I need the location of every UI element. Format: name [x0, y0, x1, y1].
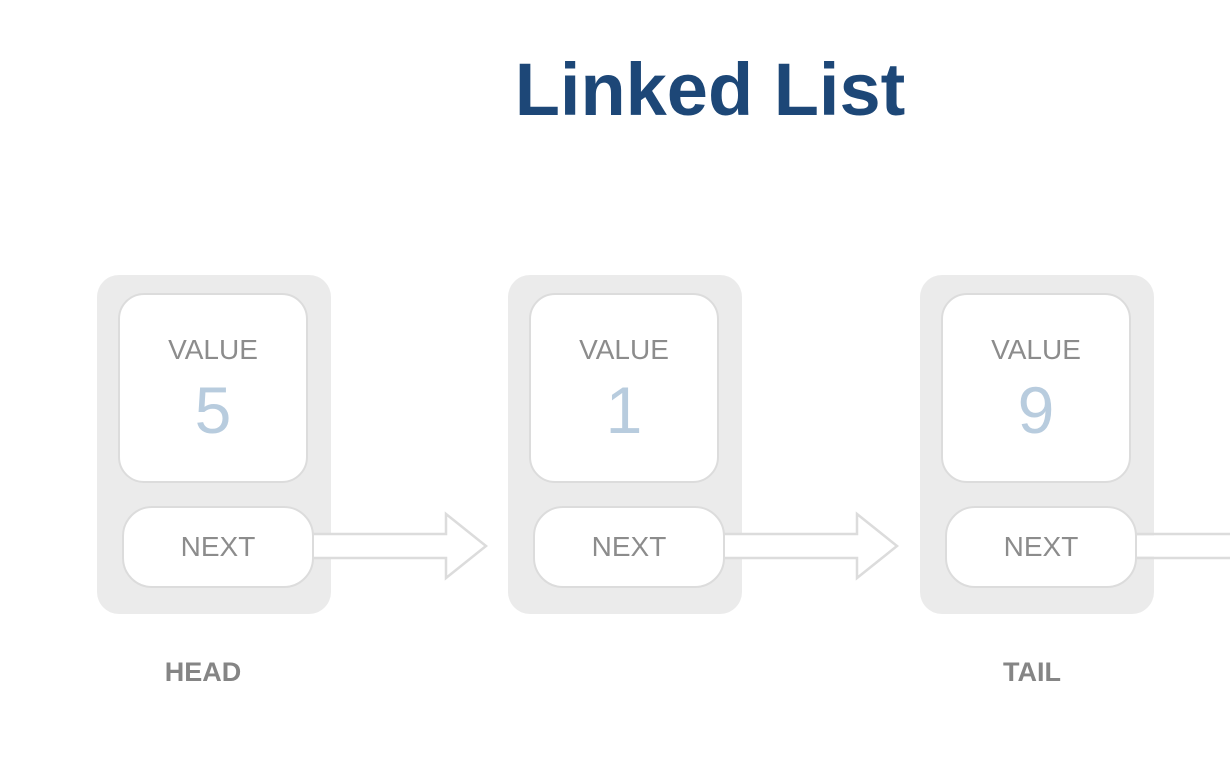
next-arrow-2 — [711, 511, 900, 581]
next-label: NEXT — [591, 531, 667, 562]
list-node-2: VALUE 1 NEXT — [508, 275, 742, 614]
node-value: 5 — [194, 373, 232, 447]
list-node-3: VALUE 9 NEXT — [920, 275, 1154, 614]
tail-label: TAIL — [1003, 657, 1061, 687]
head-label: HEAD — [164, 657, 242, 687]
next-label: NEXT — [1003, 531, 1079, 562]
next-pointer-box: NEXT — [945, 506, 1137, 588]
next-pointer-box: NEXT — [122, 506, 314, 588]
value-box: VALUE 9 — [941, 293, 1131, 483]
value-label: VALUE — [991, 334, 1081, 365]
next-label: NEXT — [180, 531, 256, 562]
list-node-1: VALUE 5 NEXT — [97, 275, 331, 614]
value-box: VALUE 5 — [118, 293, 308, 483]
next-arrow-1 — [300, 511, 489, 581]
value-label: VALUE — [168, 334, 258, 365]
next-pointer-box: NEXT — [533, 506, 725, 588]
value-label: VALUE — [579, 334, 669, 365]
node-value: 9 — [1017, 373, 1055, 447]
next-arrow-3 — [1123, 532, 1230, 560]
node-value: 1 — [605, 373, 643, 447]
diagram-title: Linked List — [514, 48, 906, 131]
value-box: VALUE 1 — [529, 293, 719, 483]
